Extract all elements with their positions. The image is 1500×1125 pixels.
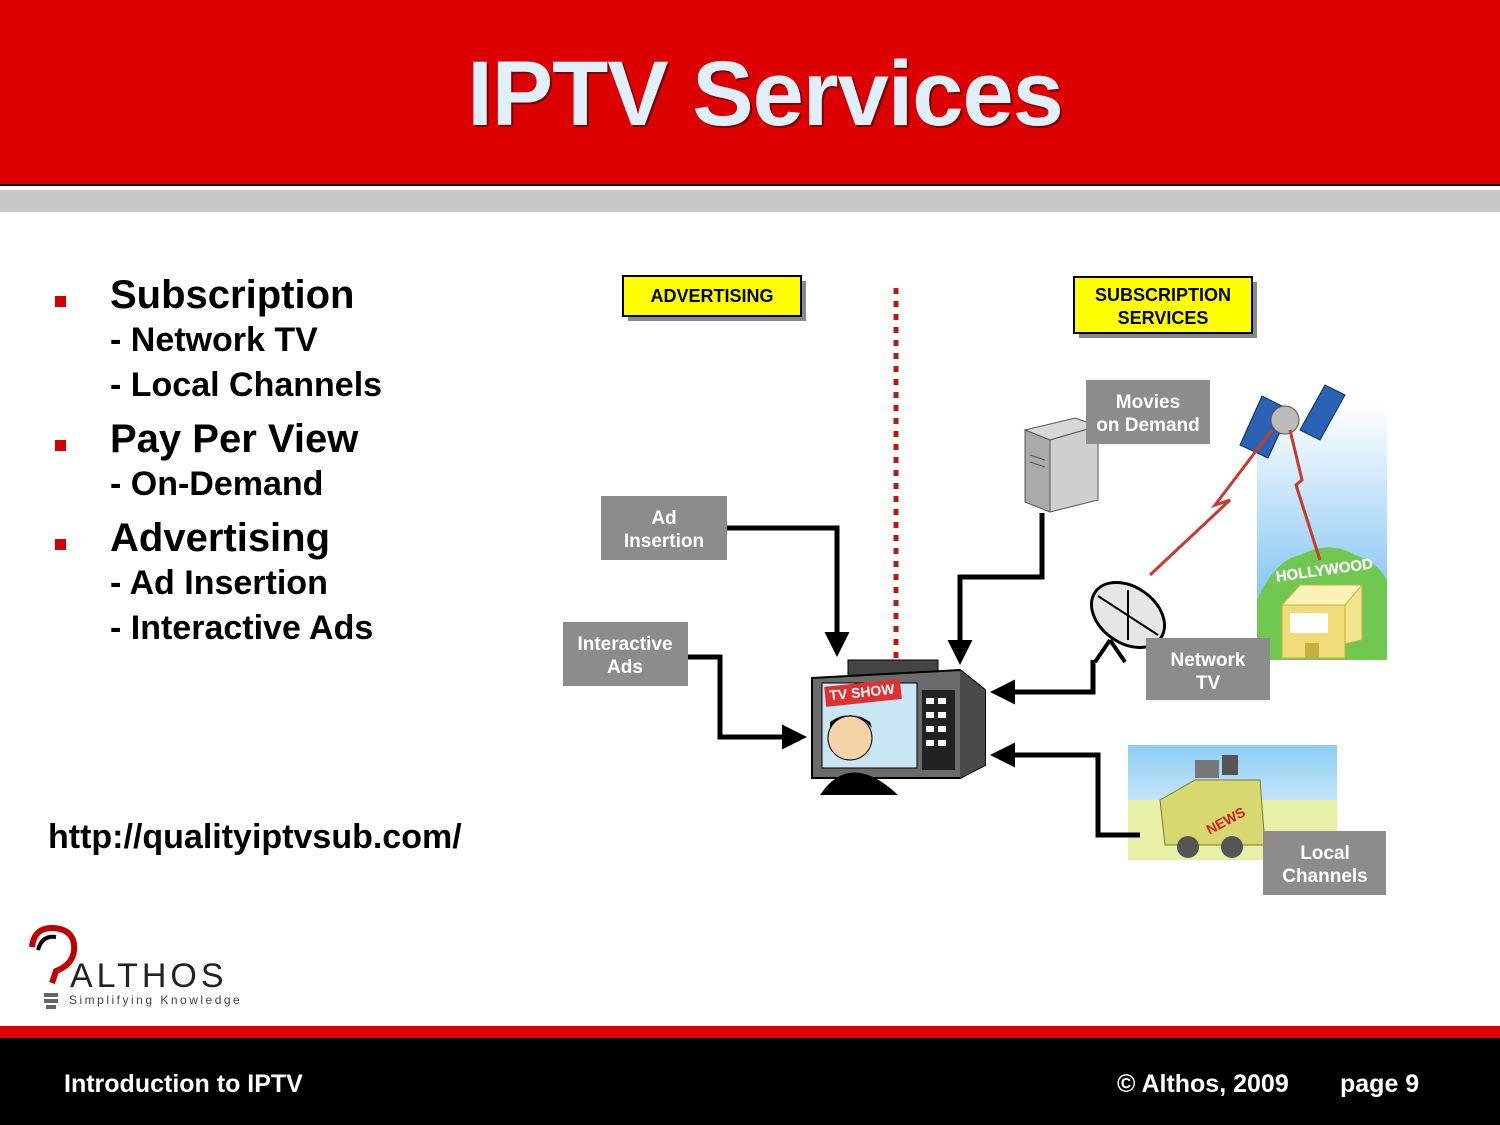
network-tv-box: Network TV: [1146, 638, 1270, 700]
svg-text:on Demand: on Demand: [1096, 415, 1199, 436]
footer-divider: [0, 1026, 1500, 1038]
satellite-dish-icon: [1090, 581, 1166, 664]
svg-text:Movies: Movies: [1116, 392, 1180, 413]
satellite-signal: [1288, 429, 1322, 561]
arrow-ad-insertion: [727, 525, 850, 657]
interactive-ads-box: Interactive Ads: [563, 622, 688, 686]
bullet-subscription: Subscription - Network TV - Local Channe…: [50, 272, 570, 408]
svg-text:TV: TV: [1196, 673, 1221, 694]
satellite-signal: [1148, 429, 1274, 577]
bullet-list: Subscription - Network TV - Local Channe…: [50, 272, 570, 659]
ad-insertion-box: Ad Insertion: [601, 496, 727, 560]
bullet-subitem: - Local Channels: [110, 366, 383, 404]
althos-logo: ALTHOS Simplifying Knowledge: [24, 925, 264, 1015]
arrow-interactive-ads: [688, 654, 807, 750]
bullet-heading: Pay Per View: [110, 417, 359, 461]
svg-text:Local: Local: [1300, 843, 1350, 864]
bullet-marker: [55, 296, 66, 307]
svg-text:Ads: Ads: [607, 657, 643, 678]
svg-text:Channels: Channels: [1282, 866, 1368, 887]
svg-text:Network: Network: [1171, 650, 1246, 671]
advertising-label: ADVERTISING: [622, 275, 806, 321]
bullet-marker: [55, 539, 66, 550]
svg-text:Ad: Ad: [651, 508, 676, 529]
bullet-heading: Subscription: [110, 273, 355, 317]
arrow-local-channels: [990, 742, 1140, 838]
svg-text:SUBSCRIPTION: SUBSCRIPTION: [1095, 285, 1231, 305]
bullet-subitem: - On-Demand: [110, 465, 324, 503]
local-channels-box: Local Channels: [1263, 831, 1386, 895]
lightbulb-icon: [29, 925, 78, 1009]
slide-title: IPTV Services: [467, 43, 1064, 145]
svg-text:TV SHOW: TV SHOW: [829, 681, 896, 704]
header-bar: IPTV Services: [0, 0, 1500, 186]
footer-copyright: © Althos, 2009: [1117, 1070, 1289, 1098]
bullet-subitem: - Interactive Ads: [110, 609, 374, 647]
svg-text:Insertion: Insertion: [624, 531, 704, 552]
news-van-scene: NEWS: [1128, 745, 1337, 860]
bullet-advertising: Advertising - Ad Insertion - Interactive…: [50, 515, 570, 651]
svg-text:SERVICES: SERVICES: [1118, 308, 1209, 328]
bullet-marker: [55, 440, 66, 451]
website-url[interactable]: http://qualityiptvsub.com/: [48, 818, 462, 856]
bullet-heading: Advertising: [110, 516, 331, 560]
movies-on-demand-box: Movies on Demand: [1086, 380, 1210, 444]
bullet-subitem: - Ad Insertion: [110, 564, 328, 602]
svg-text:Interactive: Interactive: [577, 634, 672, 655]
satellite-icon: [1239, 384, 1346, 459]
header-divider: [0, 190, 1500, 212]
logo-name: ALTHOS: [70, 957, 228, 995]
subscription-services-label: SUBSCRIPTION SERVICES: [1073, 276, 1257, 338]
bullet-subitem: - Network TV: [110, 321, 318, 359]
server-icon: [1023, 417, 1100, 513]
hollywood-scene: HOLLYWOOD: [1257, 405, 1387, 660]
arrow-movies-on-demand: [947, 513, 1045, 665]
footer-bar: Introduction to IPTV © Althos, 2009 page…: [0, 1038, 1500, 1125]
arrow-network-tv: [990, 660, 1096, 705]
svg-text:ADVERTISING: ADVERTISING: [650, 286, 773, 306]
bullet-pay-per-view: Pay Per View - On-Demand: [50, 416, 570, 507]
logo-tagline: Simplifying Knowledge: [69, 993, 243, 1007]
footer-page-number: page 9: [1340, 1070, 1420, 1098]
iptv-device-icon: TV SHOW: [811, 659, 986, 795]
footer-course-title: Introduction to IPTV: [64, 1070, 303, 1098]
